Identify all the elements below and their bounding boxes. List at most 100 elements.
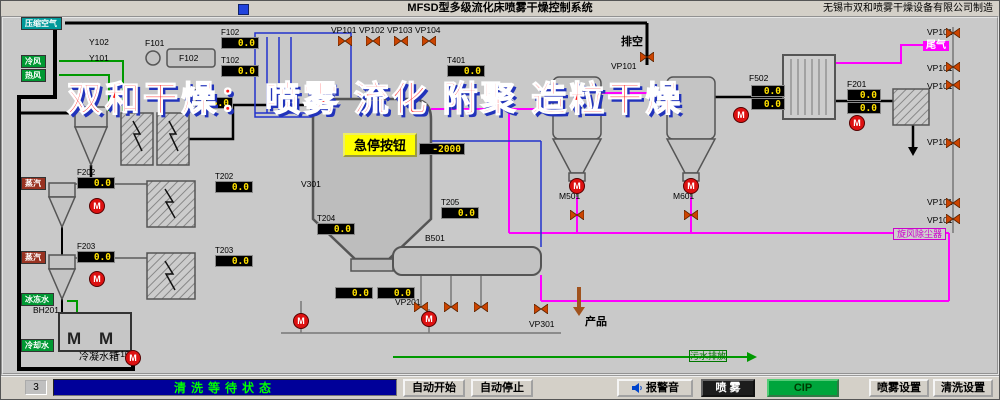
cyclone-1 bbox=[73, 106, 109, 167]
spray-settings-button[interactable]: 喷雾设置 bbox=[869, 379, 929, 397]
alarm-sound-button[interactable]: 报警音 bbox=[617, 379, 693, 397]
pump-icon: M bbox=[849, 115, 865, 131]
drying-chamber bbox=[311, 97, 433, 272]
value-display: 0.0 bbox=[377, 287, 415, 299]
mixer-motor-icon: M bbox=[99, 329, 113, 348]
valve-icon bbox=[421, 35, 437, 47]
diagram-label: 产品 bbox=[585, 316, 607, 328]
clean-settings-button[interactable]: 清洗设置 bbox=[933, 379, 993, 397]
diagram-label: F102 bbox=[179, 53, 199, 63]
value-display: 0.0 bbox=[221, 65, 259, 77]
electric-heater-3 bbox=[146, 252, 196, 300]
diagram-label: V301 bbox=[301, 179, 321, 189]
diagram-label: 旋风除尘器 bbox=[893, 228, 947, 240]
inlet-heater bbox=[145, 48, 216, 68]
valve-icon bbox=[337, 35, 353, 47]
pump-icon: M bbox=[125, 350, 141, 366]
value-display: 0.0 bbox=[77, 177, 115, 189]
value-display: -2000 bbox=[419, 143, 465, 155]
source-tag: 冷风 bbox=[21, 55, 46, 68]
value-display: 0.0 bbox=[215, 181, 253, 193]
diagram-label: VP101 bbox=[927, 137, 953, 147]
cip-button[interactable]: CIP bbox=[767, 379, 839, 397]
valve-icon bbox=[945, 79, 961, 91]
pump-icon: M bbox=[569, 178, 585, 194]
clean-settings-label: 清洗设置 bbox=[941, 381, 985, 394]
diagram-label: F201 bbox=[847, 79, 867, 89]
auto-start-button[interactable]: 自动开始 bbox=[403, 379, 465, 397]
diagram-label: Y101 bbox=[89, 53, 109, 63]
diagram-label: VP101 bbox=[331, 25, 357, 35]
speaker-icon bbox=[631, 382, 643, 394]
spray-settings-label: 喷雾设置 bbox=[877, 381, 921, 394]
display-label: T401 bbox=[447, 56, 466, 65]
diagram-label: VP102 bbox=[359, 25, 385, 35]
display-label: T203 bbox=[215, 246, 234, 255]
cyclone-separator-1 bbox=[551, 76, 603, 182]
spray-button[interactable]: 喷 雾 bbox=[701, 379, 755, 397]
value-display: 0.0 bbox=[221, 37, 259, 49]
value-display: 0.0 bbox=[751, 98, 785, 110]
source-tag: 热风 bbox=[21, 69, 46, 82]
source-tag: 冰冻水 bbox=[21, 293, 54, 306]
value-display: 0.0 bbox=[847, 102, 881, 114]
diagram-label: M601 bbox=[673, 191, 695, 201]
display-label: F102 bbox=[221, 28, 240, 37]
pump-icon: M bbox=[421, 311, 437, 327]
valve-icon bbox=[945, 61, 961, 73]
company-name: 无锡市双和喷雾干燥设备有限公司制造 bbox=[823, 3, 993, 14]
drain-arrow bbox=[747, 352, 757, 362]
auto-stop-button[interactable]: 自动停止 bbox=[471, 379, 533, 397]
electric-heater-2 bbox=[146, 180, 196, 228]
app-icon bbox=[238, 4, 249, 15]
valve-icon bbox=[365, 35, 381, 47]
diagram-label: 污水排放 bbox=[689, 350, 728, 362]
diagram-label: VP101 bbox=[927, 63, 953, 73]
diagram-label: VP201 bbox=[395, 297, 421, 307]
value-display: 0.0 bbox=[335, 287, 373, 299]
pump-icon: M bbox=[733, 107, 749, 123]
valve-icon bbox=[945, 197, 961, 209]
valve-icon bbox=[945, 137, 961, 149]
filter-outlet-arrow bbox=[908, 147, 918, 156]
value-display: 0.0 bbox=[847, 89, 881, 101]
valve-icon bbox=[639, 51, 655, 63]
bottom-control-bar: 3 清洗等待状态 自动开始 自动停止 报警音 喷 雾 CIP 喷雾设置 清洗设置 bbox=[1, 375, 999, 399]
diagram-label: F101 bbox=[145, 38, 165, 48]
valve-icon bbox=[945, 213, 961, 225]
valve-icon bbox=[569, 209, 585, 221]
cyclone-3 bbox=[47, 254, 77, 301]
diagram-label: Y102 bbox=[89, 37, 109, 47]
value-display: 0.0 bbox=[447, 65, 485, 77]
magenta-pipes bbox=[431, 44, 950, 302]
value-display: 0.0 bbox=[317, 223, 355, 235]
cip-label: CIP bbox=[793, 381, 813, 394]
diagram-label: VP101 bbox=[927, 197, 953, 207]
electric-heater-1 bbox=[120, 112, 190, 166]
status-banner: 清洗等待状态 bbox=[53, 379, 397, 396]
display-label: T205 bbox=[441, 198, 460, 207]
value-display: 0.0 bbox=[751, 85, 785, 97]
diagram-label: VP101 bbox=[611, 61, 637, 71]
diagram-label: VP101 bbox=[927, 27, 953, 37]
valve-icon bbox=[945, 27, 961, 39]
diagram-label: 排空 bbox=[621, 36, 643, 48]
auto-start-label: 自动开始 bbox=[412, 381, 456, 394]
source-tag: 蒸汽 bbox=[21, 251, 46, 264]
diagram-label: VP101 bbox=[927, 81, 953, 91]
display-label: F203 bbox=[77, 242, 96, 251]
pump-icon: M bbox=[89, 198, 105, 214]
source-tag: 压缩空气 bbox=[21, 17, 62, 30]
condenser bbox=[782, 54, 836, 120]
display-label: T201 bbox=[195, 88, 214, 97]
display-label: T202 bbox=[215, 172, 234, 181]
diagram-label: VP101 bbox=[927, 215, 953, 225]
valve-icon bbox=[473, 301, 489, 313]
emergency-stop-button[interactable]: 急停按钮 bbox=[343, 133, 417, 157]
mixer-motor-icon: M bbox=[67, 329, 81, 348]
diagram-label: VP104 bbox=[415, 25, 441, 35]
display-label: T204 bbox=[317, 214, 336, 223]
diagram-label: VP103 bbox=[387, 25, 413, 35]
